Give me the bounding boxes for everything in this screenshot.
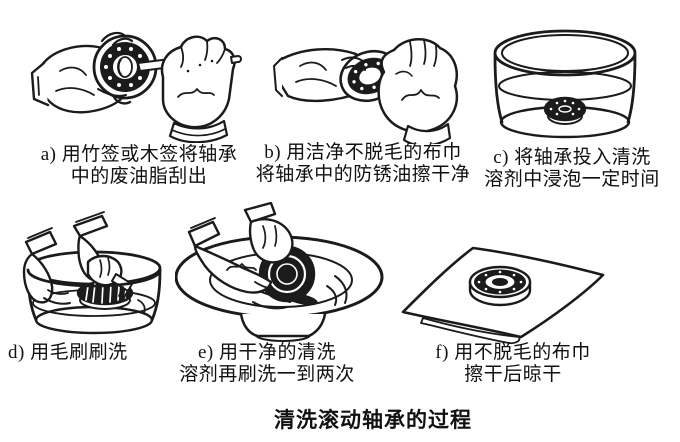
caption-line: 溶剂中浸泡一定时间 bbox=[484, 169, 660, 190]
step-b-caption: b) 用洁净不脱毛的布巾 将轴承中的防锈油擦干净 bbox=[250, 142, 476, 186]
caption-line: a) 用竹签或木签将轴承 bbox=[40, 144, 238, 165]
step-f-caption: f) 用不脱毛的布巾 擦干后晾干 bbox=[408, 342, 618, 386]
illustration-d-brush-bearing-icon bbox=[22, 211, 162, 335]
illustration-b-wipe-bearing-icon bbox=[273, 38, 459, 144]
step-e-panel bbox=[175, 202, 403, 346]
caption-line: 擦干后晾干 bbox=[464, 364, 562, 385]
caption-line: d) 用毛刷刷洗 bbox=[8, 342, 128, 363]
step-a-panel bbox=[28, 5, 250, 143]
step-d-panel bbox=[8, 208, 176, 340]
caption-line: 溶剂再刷洗一到两次 bbox=[179, 364, 355, 385]
illustration-f-dry-bearing-icon bbox=[401, 246, 605, 345]
illustration-e-rebrush-bearing-icon bbox=[175, 202, 384, 342]
step-c-caption: c) 将轴承投入清洗 溶剂中浸泡一定时间 bbox=[468, 147, 676, 191]
illustration-c-soak-bearing-icon bbox=[493, 29, 637, 139]
step-b-panel bbox=[272, 12, 468, 144]
step-c-panel bbox=[487, 22, 647, 144]
caption-line: c) 将轴承投入清洗 bbox=[493, 147, 651, 168]
caption-line: 将轴承中的防锈油擦干净 bbox=[255, 164, 471, 185]
step-f-panel bbox=[395, 238, 647, 346]
caption-line: b) 用洁净不脱毛的布巾 bbox=[264, 142, 462, 163]
step-e-caption: e) 用干净的清洗 溶剂再刷洗一到两次 bbox=[158, 342, 376, 386]
caption-line: e) 用干净的清洗 bbox=[197, 342, 336, 363]
illustration-a-scrape-grease-icon bbox=[30, 31, 242, 143]
figure-title: 清洗滚动轴承的过程 bbox=[274, 408, 472, 432]
caption-line: f) 用不脱毛的布巾 bbox=[435, 342, 591, 363]
step-a-caption: a) 用竹签或木签将轴承 中的废油脂刮出 bbox=[25, 144, 253, 188]
caption-line: 中的废油脂刮出 bbox=[70, 166, 208, 187]
step-d-caption: d) 用毛刷刷洗 bbox=[8, 342, 178, 364]
